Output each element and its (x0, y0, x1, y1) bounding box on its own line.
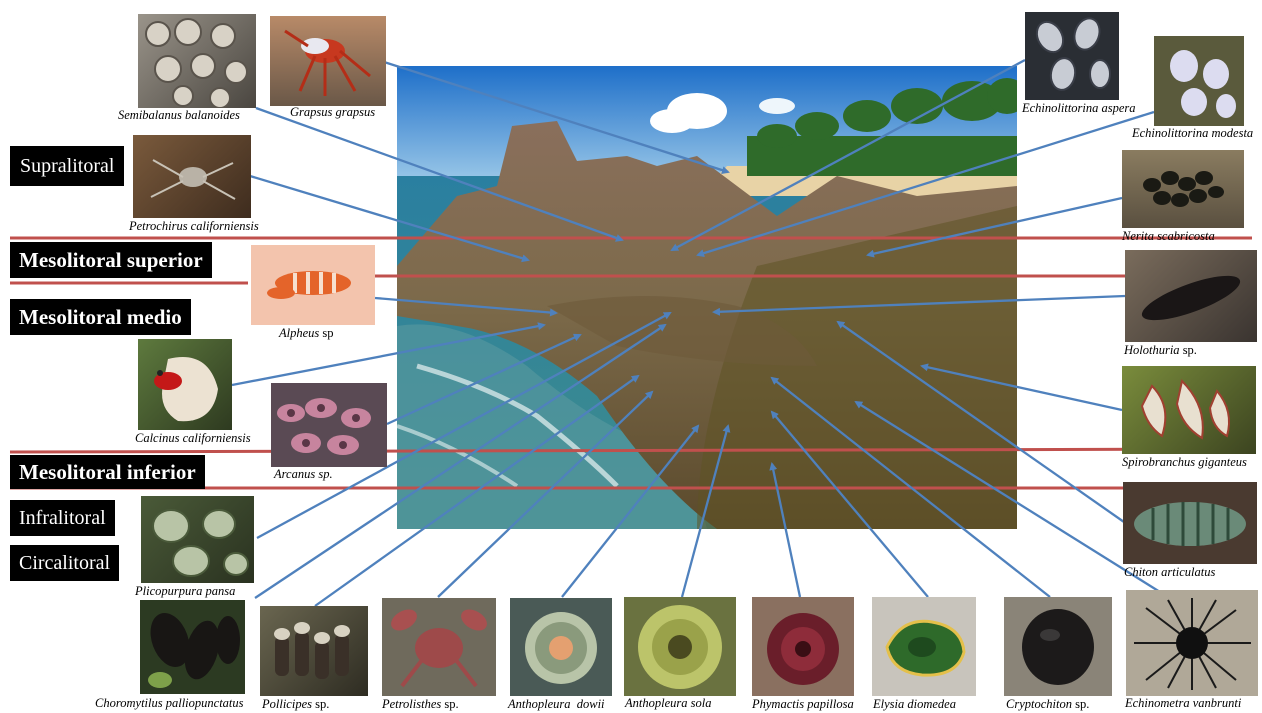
arrow-phymactis (772, 464, 800, 597)
photo-phymactis (752, 597, 854, 696)
photo-spirobranchus (1122, 366, 1256, 454)
caption-echino-aspera: Echinolittorina aspera (1022, 101, 1136, 116)
photo-echinometra (1126, 590, 1258, 696)
photo-arcanus (271, 383, 387, 467)
caption-elysia: Elysia diomedea (873, 697, 956, 712)
zone-label-supralitoral: Supralitoral (10, 146, 124, 186)
arrow-grapsus (384, 62, 728, 172)
arrow-chiton (838, 322, 1124, 522)
caption-calcinus: Calcinus californiensis (135, 431, 251, 446)
arrow-spirobranchus (922, 366, 1122, 410)
caption-cryptochiton: Cryptochiton sp. (1006, 697, 1089, 712)
caption-semibalanus: Semibalanus balanoides (118, 108, 240, 123)
caption-chiton: Chiton articulatus (1124, 565, 1215, 580)
photo-calcinus (138, 339, 232, 430)
photo-echino-modesta (1154, 36, 1244, 126)
photo-nerita (1122, 150, 1244, 228)
caption-choromytilus: Choromytilus palliopunctatus (95, 696, 244, 711)
caption-echinometra: Echinometra vanbrunti (1125, 696, 1241, 711)
caption-sola: Anthopleura sola (625, 696, 711, 711)
arrow-alpheus (375, 298, 556, 313)
photo-elysia (872, 597, 976, 696)
photo-petrolisthes (382, 598, 496, 696)
caption-arcanus: Arcanus sp. (274, 467, 333, 482)
zone-label-circalitoral: Circalitoral (10, 545, 119, 581)
caption-holothuria: Holothuria sp. (1124, 343, 1197, 358)
caption-plicopurpura: Plicopurpura pansa (135, 584, 235, 599)
caption-phymactis: Phymactis papillosa (752, 697, 854, 712)
photo-echino-aspera (1025, 12, 1119, 100)
zone-label-mesolitoral-superior: Mesolitoral superior (10, 242, 212, 278)
zone-label-infralitoral: Infralitoral (10, 500, 115, 536)
arrow-echino-modesta (698, 112, 1154, 255)
arrow-semibalanus (256, 108, 622, 240)
photo-chiton (1123, 482, 1257, 564)
caption-grapsus: Grapsus grapsus (290, 105, 375, 120)
photo-plicopurpura (141, 496, 254, 583)
photo-holothuria (1125, 250, 1257, 342)
zone-label-mesolitoral-medio: Mesolitoral medio (10, 299, 191, 335)
photo-grapsus (270, 16, 386, 106)
caption-dowii: Anthopleura dowii (508, 697, 605, 712)
arrow-arcanus (387, 335, 580, 424)
photo-choromytilus (140, 600, 245, 694)
photo-alpheus (251, 245, 375, 325)
arrow-nerita (868, 198, 1122, 255)
zone-label-mesolitoral-inferior: Mesolitoral inferior (10, 455, 205, 489)
caption-petrolisthes: Petrolisthes sp. (382, 697, 459, 712)
caption-pollicipes: Pollicipes sp. (262, 697, 329, 712)
photo-pollicipes (260, 606, 368, 696)
photo-cryptochiton (1004, 597, 1112, 696)
photo-dowii (510, 598, 612, 696)
arrow-echino-aspera (672, 60, 1025, 250)
photo-petrochirus (133, 135, 251, 218)
photo-sola (624, 597, 736, 696)
caption-echino-modesta: Echinolittorina modesta (1132, 126, 1253, 141)
zone-line-4 (10, 449, 1252, 452)
caption-nerita: Nerita scabricosta (1122, 229, 1215, 244)
caption-petrochirus: Petrochirus californiensis (129, 219, 259, 234)
arrow-holothuria (714, 296, 1125, 312)
caption-alpheus: Alpheus sp (279, 326, 334, 341)
caption-spirobranchus: Spirobranchus giganteus (1122, 455, 1247, 470)
photo-semibalanus (138, 14, 256, 108)
